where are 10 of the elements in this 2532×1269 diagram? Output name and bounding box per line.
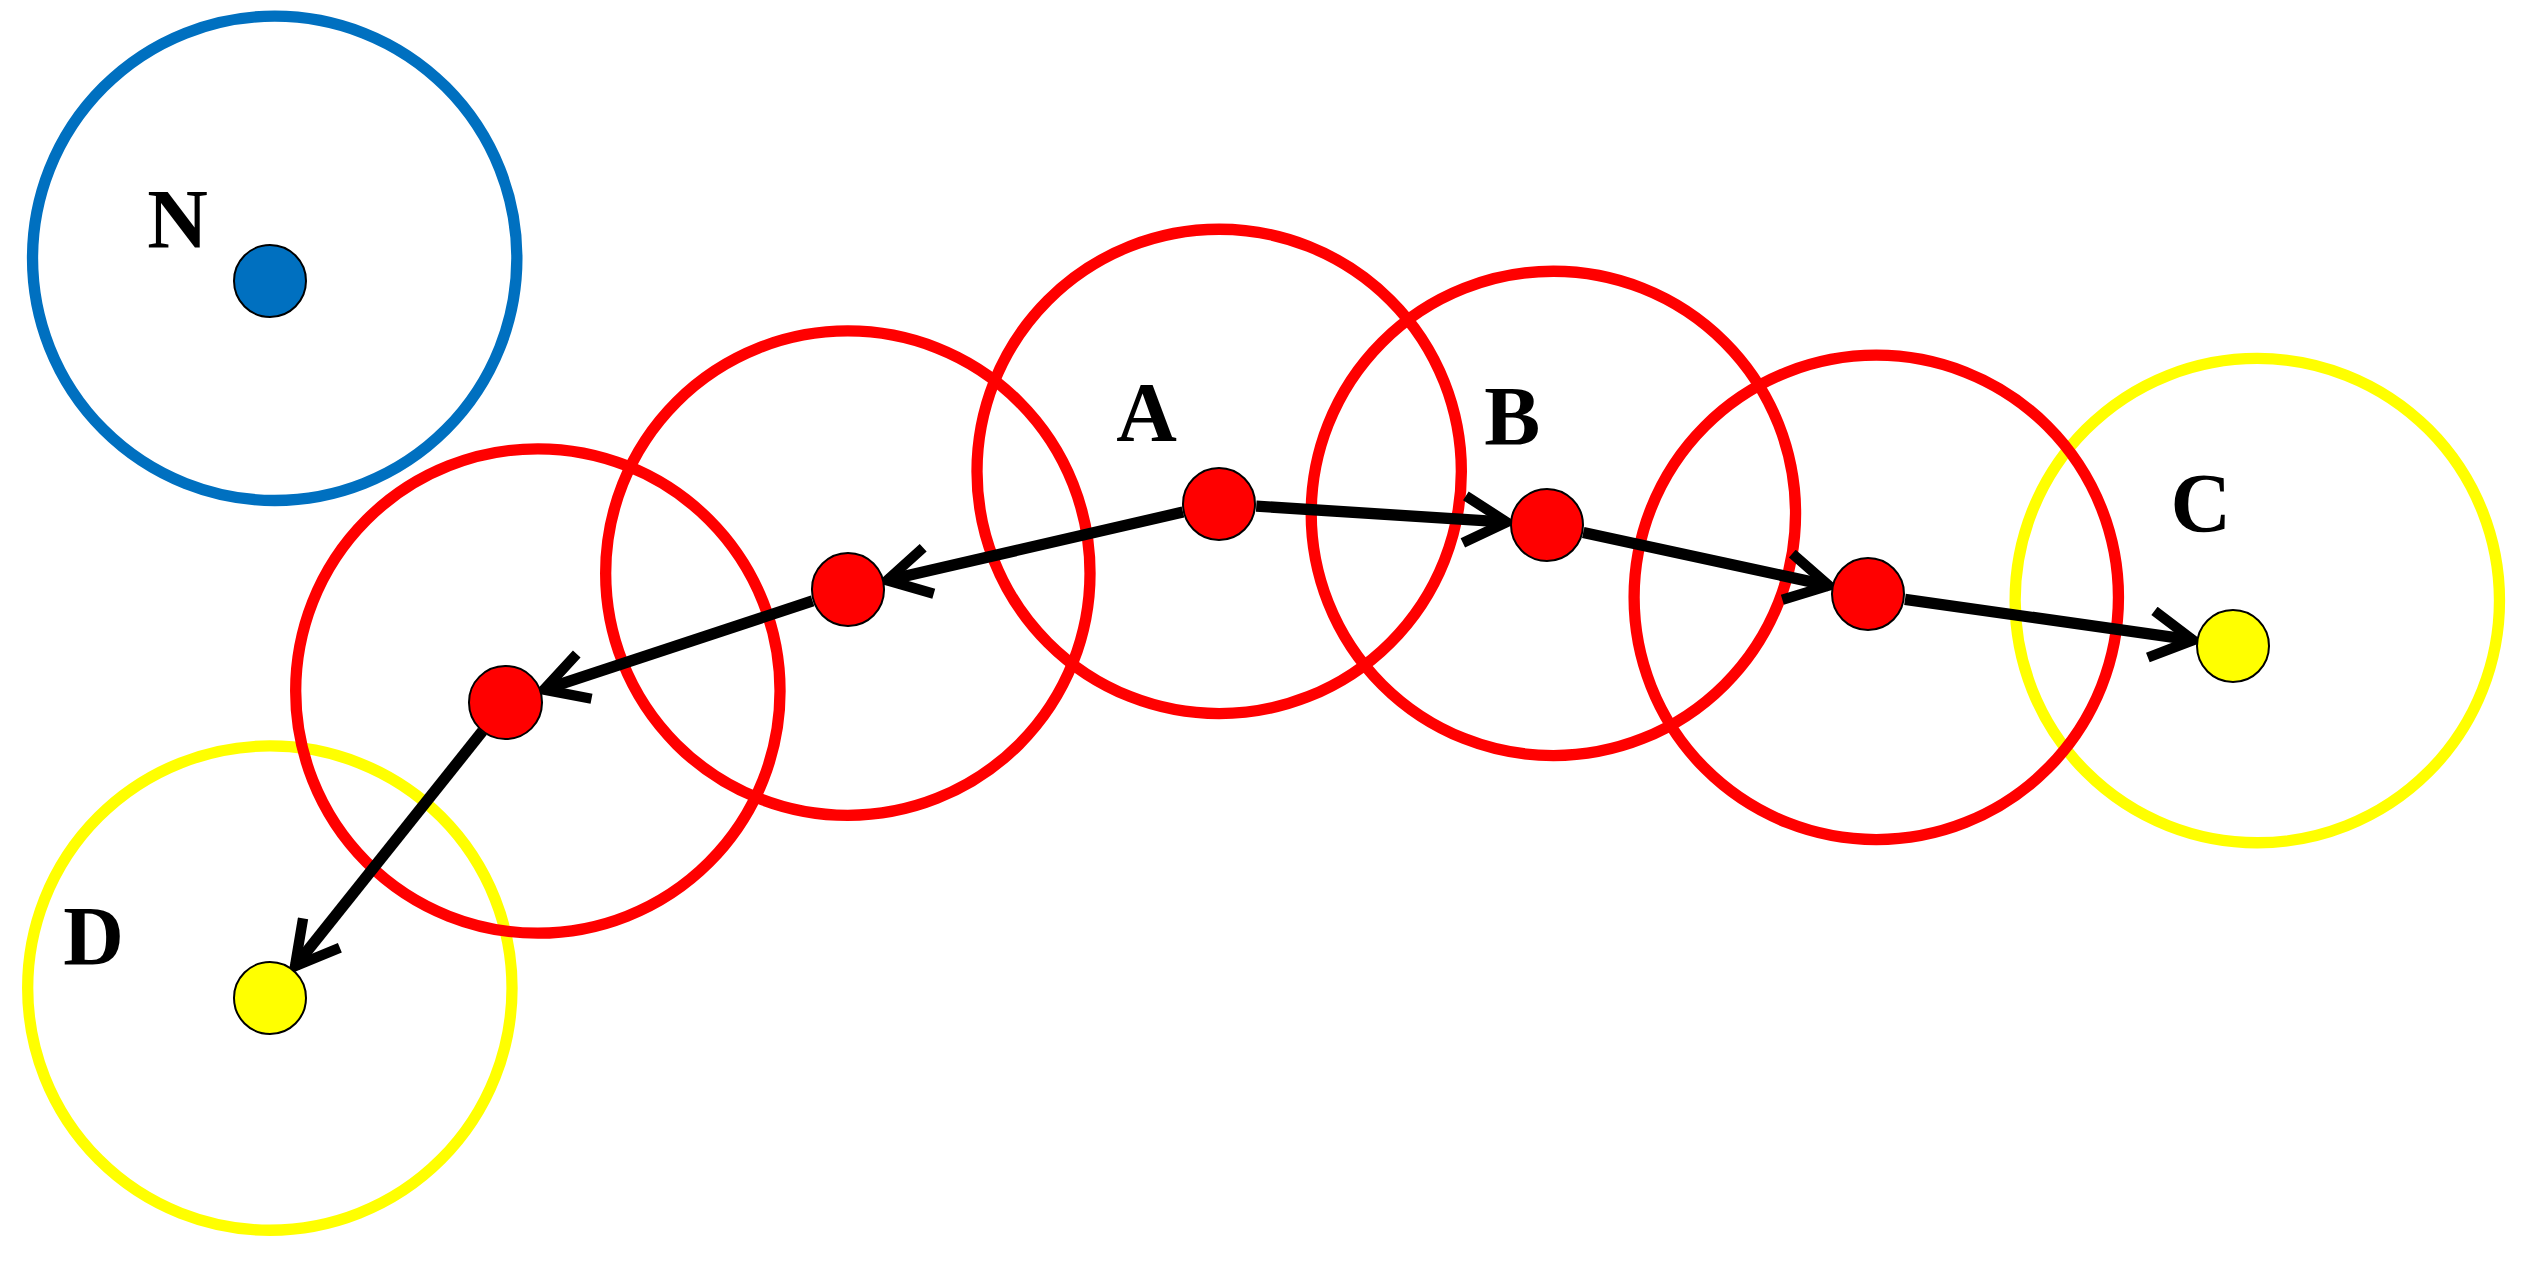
- node-label: C: [2170, 461, 2232, 546]
- node-label: A: [1116, 371, 1177, 456]
- node-label: B: [1484, 374, 1541, 459]
- node-label: D: [63, 894, 124, 979]
- arrow: [882, 506, 1185, 599]
- arrow: [1255, 490, 1512, 549]
- node-dot: [468, 665, 543, 740]
- arrow: [1904, 593, 2199, 663]
- node-label: N: [147, 177, 208, 262]
- arrow: [289, 727, 487, 972]
